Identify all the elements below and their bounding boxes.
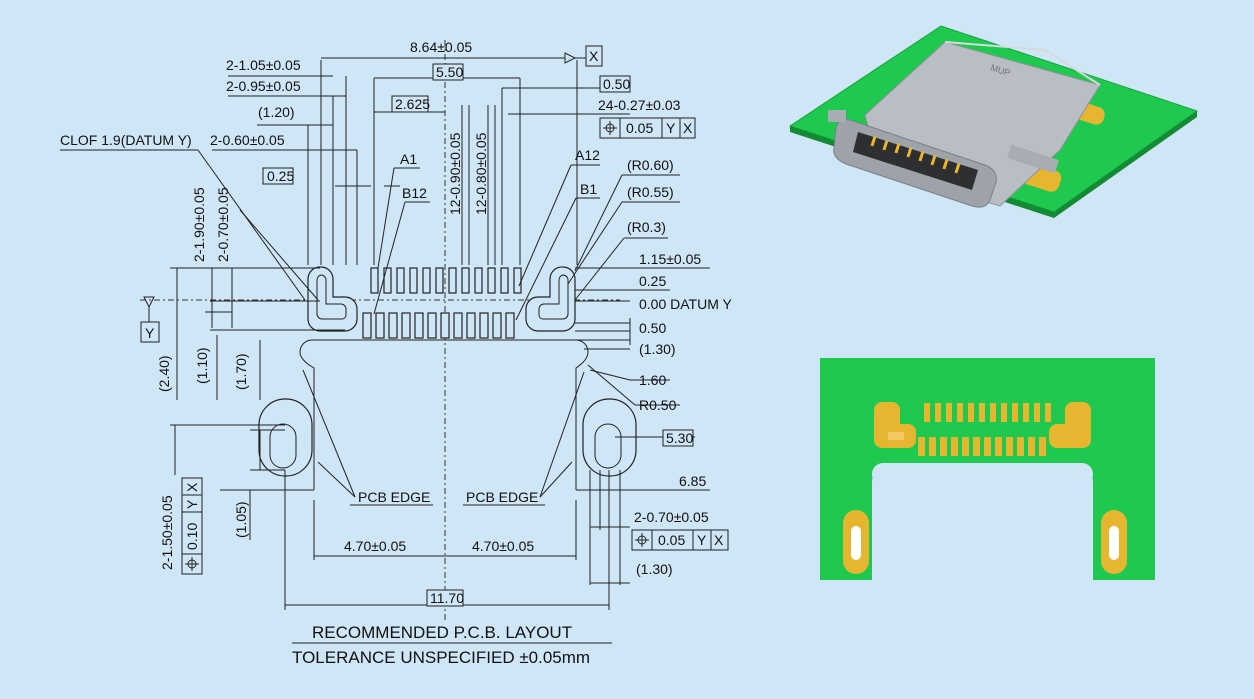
pin-b12: B12 — [402, 185, 427, 201]
dim-2x1.05: 2-1.05±0.05 — [226, 57, 301, 73]
fcf-left-x: X — [184, 482, 200, 492]
fcf-top-x: X — [683, 120, 693, 136]
dim-2x0.60: 2-0.60±0.05 — [210, 132, 285, 148]
dim-1.30: (1.30) — [639, 341, 676, 357]
dim-2.625: 2.625 — [395, 96, 430, 112]
dim-1.60: 1.60 — [639, 372, 666, 388]
dim-11.70: 11.70 — [430, 590, 464, 606]
dim-1.10: (1.10) — [194, 347, 210, 384]
dim-r0.50: R0.50 — [639, 397, 677, 413]
dim-0.25: 0.25 — [639, 273, 666, 289]
fcf-right-tol: 0.05 — [658, 532, 685, 548]
fcf-top-y: Y — [666, 120, 676, 136]
dim-12x0.80: 12-0.80±0.05 — [473, 132, 489, 215]
datum-y-flag — [143, 296, 155, 309]
pcb-footprint-render — [820, 358, 1155, 580]
pcb-edge-left: PCB EDGE — [358, 489, 430, 505]
dim-24x0.27: 24-0.27±0.03 — [598, 97, 681, 113]
dim-8.64: 8.64±0.05 — [410, 39, 472, 55]
connector-3d-render: MUP — [788, 25, 1199, 218]
dim-0.50: 0.50 — [639, 320, 666, 336]
pin-a12: A12 — [575, 147, 600, 163]
dim-4.70-right: 4.70±0.05 — [472, 538, 534, 554]
dim-6.85: 6.85 — [679, 473, 706, 489]
dim-2x0.70: 2-0.70±0.05 — [215, 187, 231, 262]
dim-2.40: (2.40) — [156, 355, 172, 392]
dim-2x1.50: 2-1.50±0.05 — [159, 495, 175, 570]
datum-x-flag — [564, 52, 577, 64]
dimension-labels: 8.64±0.05 2-1.05±0.05 2-0.95±0.05 5.50 0… — [60, 39, 733, 606]
dim-2x1.90: 2-1.90±0.05 — [191, 187, 207, 262]
dim-4.70-left: 4.70±0.05 — [344, 538, 406, 554]
fcf-top-tol: 0.05 — [626, 120, 653, 136]
fcf-left-y: Y — [184, 499, 200, 509]
clof-label: CLOF 1.9(DATUM Y) — [60, 132, 192, 148]
dim-1.20: (1.20) — [258, 104, 295, 120]
dim-0.50: 0.50 — [603, 76, 630, 92]
pin-a1: A1 — [400, 151, 417, 167]
layout-drawing — [60, 40, 729, 644]
fcf-right-y: Y — [697, 532, 707, 548]
dim-12x0.90: 12-0.90±0.05 — [447, 132, 463, 215]
dim-2x0.70-bottom: 2-0.70±0.05 — [634, 509, 709, 525]
dim-5.30: 5.30 — [666, 430, 693, 446]
pcb-edge-right: PCB EDGE — [466, 489, 538, 505]
dim-1.05: (1.05) — [233, 501, 249, 538]
right-shield-pad — [525, 266, 576, 332]
dim-r0.3: (R0.3) — [627, 219, 666, 235]
datum-x-letter: X — [589, 48, 599, 64]
left-shield-pad — [307, 266, 358, 332]
fcf-right — [631, 529, 729, 551]
dim-1.15: 1.15±0.05 — [639, 251, 701, 267]
datum-y-letter: Y — [145, 325, 155, 341]
dim-0.25-box: 0.25 — [267, 168, 294, 184]
title-line-1: RECOMMENDED P.C.B. LAYOUT — [312, 623, 572, 642]
dim-r0.55: (R0.55) — [627, 184, 674, 200]
dim-1.70: (1.70) — [233, 353, 249, 390]
title-line-2: TOLERANCE UNSPECIFIED ±0.05mm — [292, 648, 590, 667]
fcf-top — [599, 117, 696, 139]
drawing-title: RECOMMENDED P.C.B. LAYOUT TOLERANCE UNSP… — [292, 623, 590, 667]
dim-1.30-bottom: (1.30) — [636, 561, 673, 577]
fcf-left-tol: 0.10 — [184, 523, 200, 550]
datum-y-label: 0.00 DATUM Y — [639, 296, 733, 312]
fcf-left — [181, 477, 203, 575]
dim-r0.60: (R0.60) — [627, 157, 674, 173]
dim-2x0.95: 2-0.95±0.05 — [226, 78, 301, 94]
pin-b1: B1 — [580, 181, 597, 197]
fcf-right-x: X — [714, 532, 724, 548]
dim-5.50: 5.50 — [436, 64, 463, 80]
